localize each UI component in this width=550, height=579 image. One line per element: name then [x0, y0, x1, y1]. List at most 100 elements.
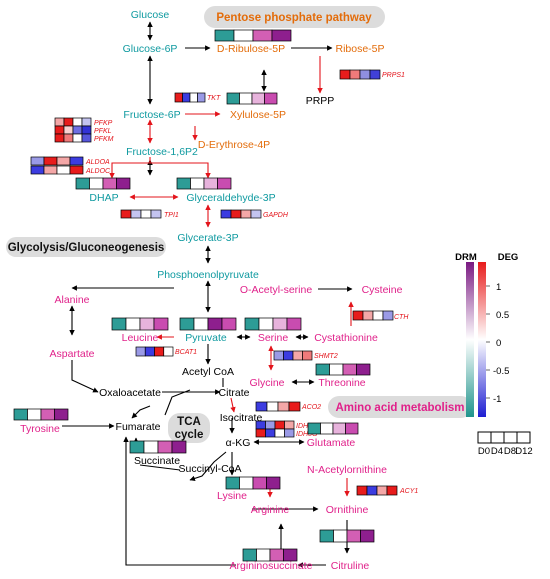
heatmap-aco2: [255, 401, 301, 412]
heatmap-argininosuccinate: [242, 548, 298, 562]
heatmap-cell: [277, 401, 290, 412]
black-arrows: [62, 21, 353, 568]
heatmap-cell: [329, 363, 344, 376]
heatmap-cell: [284, 420, 295, 430]
heatmap-cell: [273, 350, 284, 361]
heatmap-cell: [69, 156, 84, 166]
metabolite-argininosuccinate: Argininosuccinate: [230, 560, 313, 572]
metabolite-labels: Glucose Glucose-6P D-Ribulose-5P Ribose-…: [20, 9, 402, 572]
heatmap-cell: [320, 422, 334, 435]
heatmap-cell: [266, 476, 281, 490]
pentose-pill: [204, 6, 385, 28]
heatmap-cell: [63, 117, 74, 127]
heatmap-cell: [116, 177, 131, 190]
heatmap-gapdh: [220, 209, 262, 219]
heatmap-cell: [283, 548, 298, 562]
heatmap-cell: [230, 209, 242, 219]
heatmap-cell: [265, 428, 276, 438]
legend-deg-colorbar: [478, 262, 486, 417]
gene-aco2: ACO2: [301, 404, 321, 411]
heatmap-cell: [286, 317, 302, 331]
gene-tpi1: TPI1: [164, 212, 179, 219]
metabolite-succinate: Succinate: [134, 455, 180, 467]
heatmap-lysine: [225, 476, 281, 490]
legend-tick-1: 1: [496, 282, 501, 293]
legend-tick-neg-1: -1: [493, 394, 501, 405]
metabolite-o-acetyl-serine: O-Acetyl-serine: [240, 284, 313, 296]
metabolite-alpha-kg: α-KG: [226, 437, 251, 449]
heatmap-cell: [302, 350, 313, 361]
legend-drm-label: DRM: [455, 252, 477, 263]
heatmap-cell: [130, 209, 142, 219]
metabolite-alanine: Alanine: [54, 294, 89, 306]
heatmap-g3p: [176, 177, 232, 190]
legend-timepoint-d4: D4: [491, 446, 503, 457]
heatmap-cell: [274, 420, 285, 430]
metabolite-n-acetylornithine: N-Acetylornithine: [307, 464, 387, 476]
heatmap-cell: [193, 317, 209, 331]
heatmap-cell: [250, 209, 262, 219]
heatmap-cell: [346, 529, 361, 543]
legend-tick-marks: [486, 285, 490, 399]
heatmap-acy1: [356, 485, 398, 496]
heatmap-prps1: [339, 69, 381, 80]
heatmap-ornithine: [319, 529, 375, 543]
glycolysis-pill: [6, 237, 166, 257]
metabolite-xylulose-5p: Xylulose-5P: [230, 109, 286, 121]
heatmap-aldoc: [30, 165, 84, 175]
pentose-pathway-label: Pentose phosphate pathway: [216, 12, 372, 24]
heatmap-xylulose5p: [226, 92, 278, 105]
heatmap-succinate: [129, 440, 187, 454]
heatmap-cell: [251, 92, 265, 105]
gene-shmt2: SHMT2: [314, 353, 338, 360]
heatmap-cell: [283, 350, 294, 361]
heatmap-cell: [182, 92, 191, 103]
heatmap-cell: [369, 69, 381, 80]
heatmap-cell: [239, 476, 254, 490]
heatmap-cell: [157, 440, 173, 454]
metabolite-threonine: Threonine: [318, 377, 365, 389]
heatmap-cell: [154, 346, 165, 357]
heatmap-pyruvate: [179, 317, 237, 331]
metabolite-lysine: Lysine: [217, 490, 247, 502]
heatmap-cell: [81, 133, 92, 143]
heatmap-cell: [244, 317, 260, 331]
heatmap-cell: [54, 408, 69, 421]
heatmap-cell: [30, 156, 45, 166]
legend-drm-colorbar: [466, 262, 474, 417]
heatmap-cell: [264, 92, 278, 105]
heatmap-cell: [386, 485, 398, 496]
gene-pfkp: PFKP: [94, 120, 113, 127]
heatmap-cell: [54, 117, 65, 127]
tca-label-line2: cycle: [175, 429, 204, 441]
legend-timepoint-boxes: [477, 431, 531, 444]
heatmap-cth: [352, 310, 394, 321]
heatmap-cell: [63, 133, 74, 143]
heatmap-cell: [252, 29, 273, 42]
heatmap-cell: [179, 317, 195, 331]
heatmap-cell: [217, 177, 232, 190]
heatmap-tpi1: [120, 209, 162, 219]
heatmap-bcat1: [135, 346, 174, 357]
heatmap-cell: [54, 125, 65, 135]
heatmap-cell: [360, 529, 375, 543]
metabolite-serine: Serine: [258, 332, 289, 344]
heatmap-serine: [244, 317, 302, 331]
heatmap-cell: [190, 177, 205, 190]
gene-bcat1: BCAT1: [175, 349, 197, 356]
heatmap-cell: [139, 317, 155, 331]
gene-labels: PRPS1 TKT PFKP PFKL PFKM ALDOA ALDOC TPI…: [85, 72, 418, 495]
heatmap-pfkl: [54, 125, 92, 135]
metabolite-cystathionine: Cystathionine: [314, 332, 378, 344]
heatmap-pfkm: [54, 133, 92, 143]
heatmap-cell: [256, 548, 271, 562]
heatmap-glutamate: [307, 422, 359, 435]
heatmap-cell: [89, 177, 104, 190]
heatmaps: [13, 29, 398, 562]
gene-idh2: IDH2: [296, 423, 312, 430]
heatmap-cell: [43, 165, 58, 175]
heatmap-cell: [220, 209, 232, 219]
heatmap-cell: [153, 317, 169, 331]
heatmap-cell: [81, 117, 92, 127]
